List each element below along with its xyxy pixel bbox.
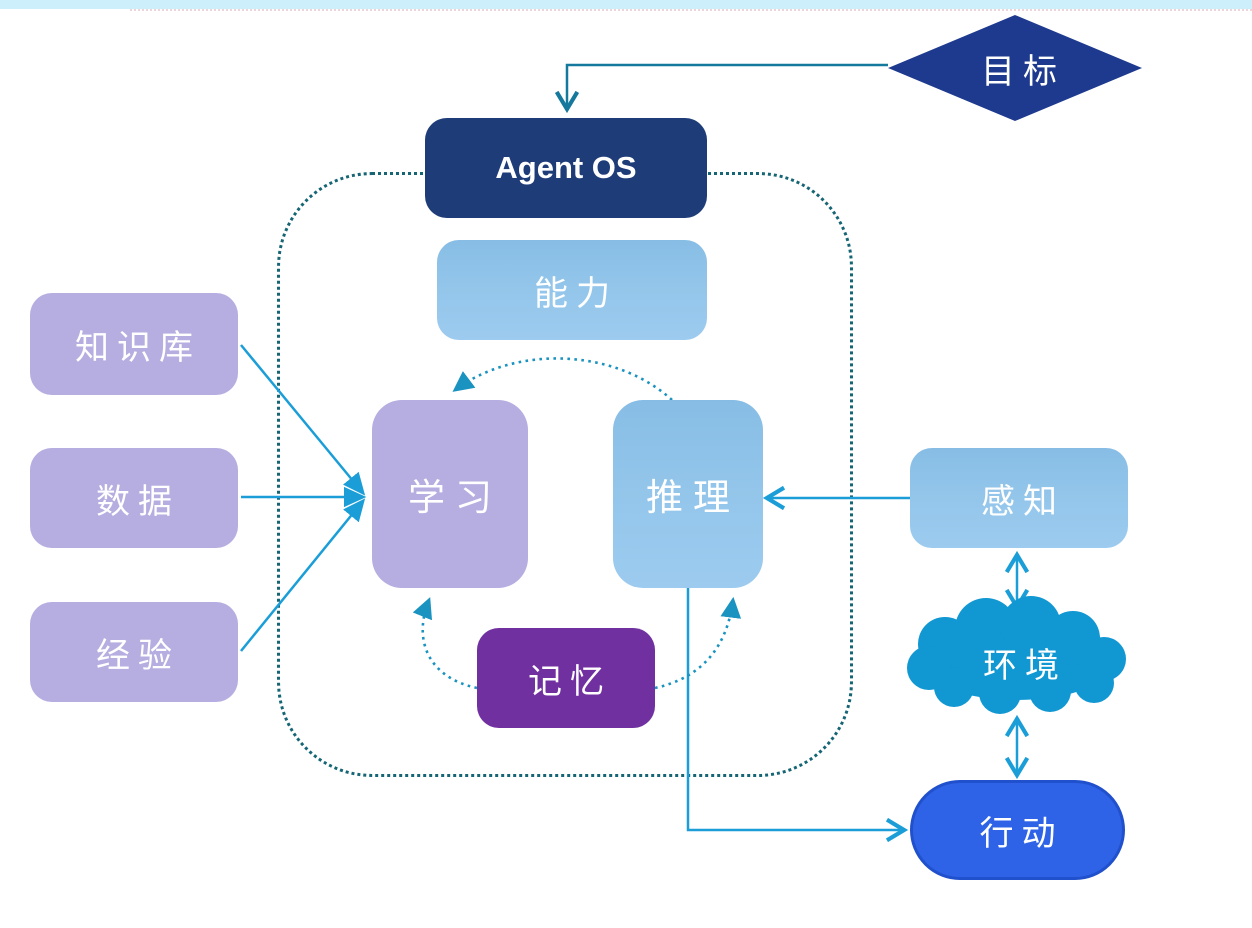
perception-label: 感知 (981, 482, 1065, 521)
experience-label: 经验 (96, 636, 180, 675)
learning-label: 学习 (408, 477, 502, 518)
environment-label: 环境 (983, 646, 1067, 685)
memory-node: 记忆 (477, 628, 655, 728)
ability-node: 能力 (437, 240, 707, 340)
data-node: 数据 (30, 448, 238, 548)
connector-goal-to-agentos (554, 63, 888, 114)
environment-cloud (907, 596, 1126, 714)
goal-label: 目标 (981, 52, 1065, 91)
action-label: 行动 (979, 814, 1064, 853)
knowledge-base-node: 知识库 (30, 293, 238, 395)
perception-node: 感知 (910, 448, 1128, 548)
action-node: 行动 (910, 780, 1125, 880)
knowledge-base-label: 知识库 (75, 328, 201, 367)
data-label: 数据 (96, 482, 180, 521)
learning-node: 学习 (372, 400, 528, 588)
top-dotted-line (130, 9, 1252, 11)
ability-label: 能力 (534, 274, 618, 313)
top-banner (0, 0, 1252, 9)
experience-node: 经验 (30, 602, 238, 702)
agent-os-label: Agent OS (495, 150, 637, 185)
reasoning-node: 推理 (613, 400, 763, 588)
agent-os-node: Agent OS (425, 118, 707, 218)
reasoning-label: 推理 (646, 477, 740, 518)
goal-diamond (888, 15, 1142, 121)
memory-label: 记忆 (528, 662, 612, 701)
